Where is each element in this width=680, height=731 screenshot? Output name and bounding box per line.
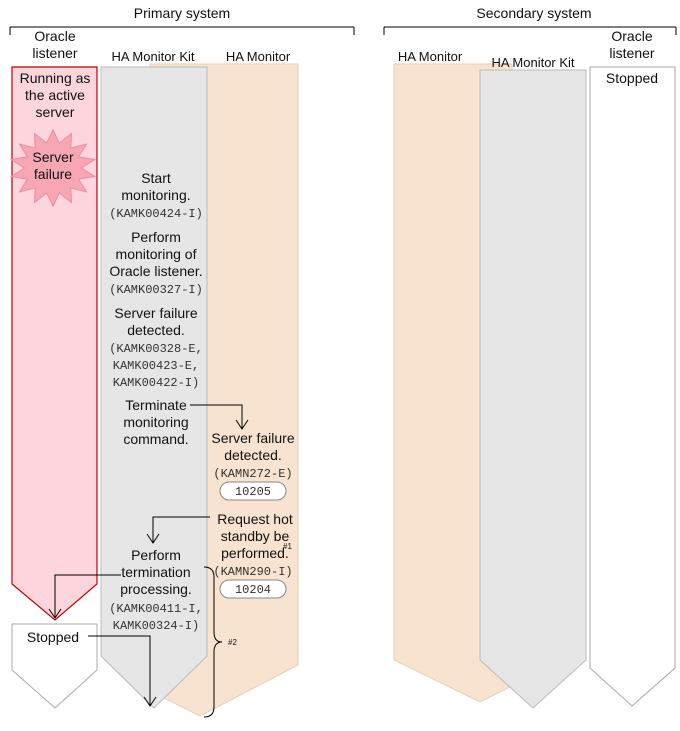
kit-step5-line2: termination (121, 564, 190, 580)
listener-state-line-3: server (36, 104, 75, 120)
monitor-step1-code: (KAMN272-E) (213, 467, 292, 481)
primary-oracle-header-1: Oracle (34, 28, 75, 44)
monitor-step2-footnote: #1 (283, 542, 292, 551)
kit-step5-code1: (KAMK00411-I, (109, 602, 203, 616)
secondary-system-bracket (383, 26, 677, 35)
monitor-step2-badge-label: 10204 (235, 583, 271, 597)
kit-step5-code2: KAMK00324-I) (113, 619, 199, 633)
server-failure-label-1: Server (32, 149, 74, 165)
kit-step2-line2: monitoring of (116, 246, 197, 262)
kit-step1-code: (KAMK00424-I) (109, 207, 203, 221)
primary-kit-header: HA Monitor Kit (111, 49, 194, 64)
kit-step3-code1: (KAMK00328-E, (109, 342, 203, 356)
primary-oracle-header-2: listener (32, 45, 77, 61)
termination-brace (203, 566, 223, 718)
kit-step4-line1: Terminate (125, 397, 187, 413)
secondary-oracle-state: Stopped (606, 70, 658, 86)
monitor-step2-line3: performed. (221, 545, 289, 561)
kit-step1-line1: Start (141, 170, 171, 186)
primary-oracle-listener-stopped-lane (11, 623, 98, 709)
monitor-step2-line1: Request hot (217, 511, 293, 527)
secondary-system-title: Secondary system (476, 5, 591, 21)
monitor-step1-line1: Server failure (211, 430, 294, 446)
monitor-step2-badge (219, 579, 287, 599)
connector-terminate-to-monitor (190, 404, 249, 430)
secondary-monitor-header: HA Monitor (398, 49, 463, 64)
secondary-oracle-header-1: Oracle (611, 28, 652, 44)
primary-listener-stopped: Stopped (27, 629, 79, 645)
secondary-oracle-header-2: listener (609, 45, 654, 61)
kit-step3-line1: Server failure (114, 305, 197, 321)
kit-step3-code3: KAMK00422-I) (113, 376, 199, 390)
kit-step1-line2: monitoring. (121, 187, 190, 203)
kit-step2-code: (KAMK00327-I) (109, 283, 203, 297)
server-failure-label-2: failure (34, 166, 72, 182)
brace-footnote: #2 (228, 638, 237, 647)
connector-termination-to-stopped (48, 574, 121, 619)
primary-system-title: Primary system (134, 5, 230, 21)
primary-ha-monitor-kit-lane (100, 66, 208, 709)
monitor-step1-line2: detected. (224, 447, 282, 463)
primary-system-bracket (9, 26, 355, 35)
listener-state-line-2: the active (25, 87, 85, 103)
kit-step2-line3: Oracle listener. (109, 263, 202, 279)
kit-step5-line3: processing. (120, 581, 192, 597)
listener-state-line-1: Running as (20, 70, 91, 86)
monitor-step2-line2: standby be (221, 528, 290, 544)
secondary-oracle-listener-lane (589, 66, 676, 707)
primary-oracle-listener-active-lane (11, 66, 98, 621)
secondary-ha-monitor-kit-lane (479, 69, 587, 709)
kit-step2-line1: Perform (131, 229, 181, 245)
kit-step3-line2: detected. (127, 322, 185, 338)
kit-step4-line2: monitoring (123, 414, 188, 430)
server-failure-burst-icon (9, 128, 97, 208)
monitor-step1-badge-label: 10205 (235, 485, 271, 499)
kit-step5-line1: Perform (131, 547, 181, 563)
primary-monitor-header: HA Monitor (226, 49, 291, 64)
connector-stopped-to-end (88, 635, 157, 707)
monitor-step1-badge (219, 481, 287, 501)
secondary-kit-header: HA Monitor Kit (491, 55, 574, 70)
monitor-step2-code: (KAMN290-I) (213, 565, 292, 579)
connector-request-to-termination (146, 516, 210, 544)
kit-step3-code2: KAMK00423-E, (113, 359, 199, 373)
kit-step4-line3: command. (123, 431, 188, 447)
